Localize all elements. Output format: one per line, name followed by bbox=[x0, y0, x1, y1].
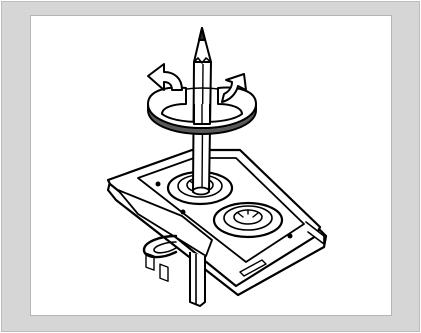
pencil-lead bbox=[199, 28, 205, 40]
tape-guide bbox=[160, 264, 168, 281]
screw-hole bbox=[288, 234, 293, 239]
cassette-tape-icon bbox=[108, 150, 326, 295]
screw-hole bbox=[156, 182, 161, 187]
cassette-reel-lower bbox=[214, 203, 282, 237]
rotation-arrow-head-left bbox=[148, 64, 182, 90]
pencil-lower-shaft bbox=[190, 252, 205, 306]
screw-hole bbox=[181, 210, 186, 215]
